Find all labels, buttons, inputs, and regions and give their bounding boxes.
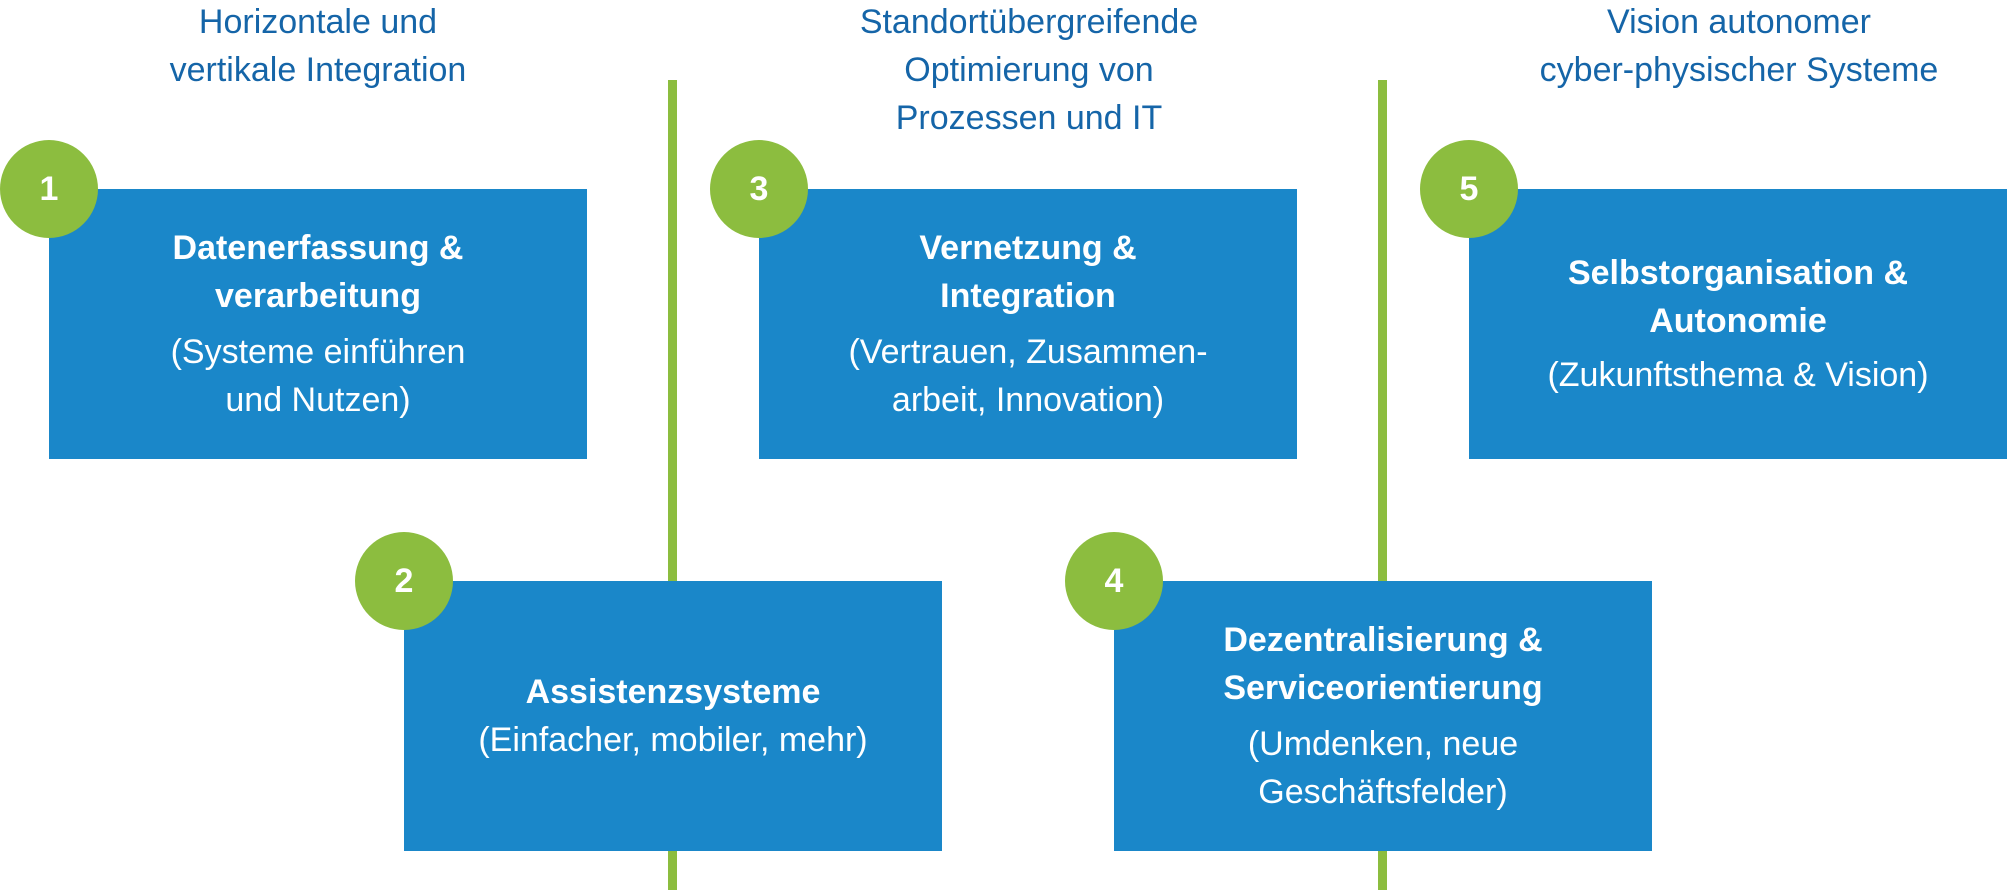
step-box-2: Assistenzsysteme (Einfacher, mobiler, me… (404, 581, 942, 851)
step-box-3: Vernetzung & Integration (Vertrauen, Zus… (759, 189, 1297, 459)
step-number-badge-3: 3 (710, 140, 808, 238)
column-header-1: Horizontale und vertikale Integration (169, 3, 467, 89)
column-header-3: Vision autonomer cyber-physischer System… (1539, 3, 1939, 89)
step-title-2: Assistenzsysteme (525, 673, 821, 711)
step-title-1: Datenerfassung & verarbeitung (172, 229, 464, 315)
column-header-2: Standortübergreifende Optimierung von Pr… (859, 3, 1199, 137)
step-box-1: Datenerfassung & verarbeitung (Systeme e… (49, 189, 587, 459)
step-subtitle-4: (Umdenken, neue Geschäftsfelder) (1247, 725, 1519, 811)
step-subtitle-2: (Einfacher, mobiler, mehr) (478, 721, 868, 759)
step-box-5: Selbstorganisation & Autonomie (Zukunfts… (1469, 189, 2007, 459)
step-subtitle-1: (Systeme einführen und Nutzen) (170, 333, 466, 419)
step-number-badge-2: 2 (355, 532, 453, 630)
step-number-badge-4: 4 (1065, 532, 1163, 630)
step-subtitle-5: (Zukunftsthema & Vision) (1547, 356, 1929, 394)
step-box-4: Dezentralisierung & Serviceorientierung … (1114, 581, 1652, 851)
step-title-5: Selbstorganisation & Autonomie (1567, 254, 1909, 340)
step-title-3: Vernetzung & Integration (919, 229, 1137, 315)
step-number-badge-1: 1 (0, 140, 98, 238)
divider-line-2 (1378, 80, 1387, 890)
step-number-badge-5: 5 (1420, 140, 1518, 238)
divider-line-1 (668, 80, 677, 890)
step-title-4: Dezentralisierung & Serviceorientierung (1223, 621, 1543, 707)
step-subtitle-3: (Vertrauen, Zusammen- arbeit, Innovation… (848, 333, 1208, 419)
